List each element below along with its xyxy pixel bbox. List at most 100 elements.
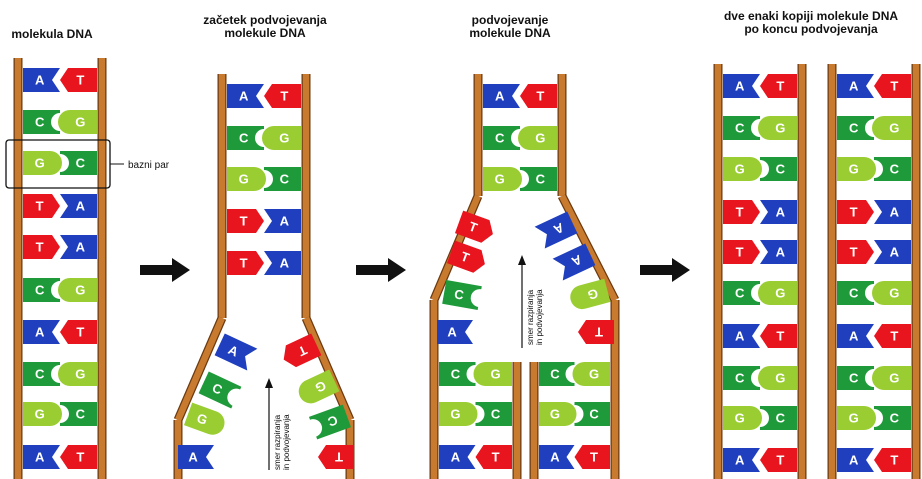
strand-base-s3-A: A	[437, 320, 473, 344]
base-letter: G	[735, 162, 745, 177]
arrow-right-3	[640, 258, 690, 282]
base-letter: A	[849, 453, 859, 468]
base-letter: A	[451, 450, 461, 465]
base-letter: G	[735, 411, 745, 426]
title-two-copies: dve enaki kopiji molekule DNA po koncu p…	[723, 9, 899, 36]
base-letter: G	[775, 121, 785, 136]
base-C	[723, 281, 760, 305]
base-C	[23, 362, 60, 386]
base-C	[439, 362, 476, 386]
base-T	[837, 240, 874, 264]
base-C	[723, 366, 760, 390]
base-A	[264, 251, 301, 275]
base-letter: A	[849, 79, 859, 94]
base-T	[520, 84, 557, 108]
base-A	[723, 448, 760, 472]
base-G	[227, 167, 266, 191]
base-letter: A	[735, 453, 745, 468]
base-G	[23, 402, 62, 426]
base-letter: T	[76, 73, 84, 88]
base-T	[723, 240, 760, 264]
base-G	[872, 281, 911, 305]
base-G	[58, 362, 97, 386]
base-G	[570, 278, 611, 310]
base-C	[60, 402, 97, 426]
base-A	[178, 445, 214, 469]
base-letter: C	[453, 286, 465, 303]
base-letter: T	[890, 453, 898, 468]
base-C	[837, 281, 874, 305]
backbone-s2-right-split	[303, 316, 353, 422]
base-A	[723, 324, 760, 348]
base-A	[539, 445, 575, 469]
base-G	[58, 110, 97, 134]
base-letter: G	[849, 162, 859, 177]
base-letter: T	[536, 89, 544, 104]
base-letter: T	[595, 325, 603, 340]
base-A	[60, 194, 97, 218]
base-letter: A	[776, 205, 786, 220]
base-A	[439, 445, 476, 469]
base-letter: T	[850, 205, 858, 220]
base-A	[760, 240, 797, 264]
base-G	[298, 369, 340, 404]
base-A	[837, 448, 874, 472]
base-C	[23, 110, 60, 134]
base-letter: T	[890, 329, 898, 344]
base-G	[23, 151, 62, 175]
base-letter: G	[586, 286, 600, 303]
base-letter: A	[280, 256, 290, 271]
base-T	[23, 235, 60, 259]
base-G	[872, 116, 911, 140]
base-G	[539, 402, 577, 426]
base-T	[454, 210, 493, 243]
strand-base-s2-C: C	[198, 371, 242, 409]
base-letter: G	[849, 411, 859, 426]
base-G	[518, 126, 557, 150]
base-letter: C	[280, 172, 290, 187]
base-letter: G	[75, 367, 85, 382]
base-T	[60, 445, 97, 469]
base-G	[483, 167, 522, 191]
strand-base-s3-A3: A	[552, 243, 596, 281]
base-letter: T	[736, 205, 744, 220]
title-replication-start: začetek podvojevanja molekule DNA	[203, 13, 327, 40]
base-A	[534, 211, 578, 249]
base-letter: G	[495, 172, 505, 187]
base-letter: C	[550, 367, 560, 382]
base-letter: G	[35, 156, 45, 171]
base-C	[760, 406, 797, 430]
base-letter: C	[890, 411, 900, 426]
base-letter: C	[849, 371, 859, 386]
base-letter: C	[776, 411, 786, 426]
strand-base-s3-T2: T	[446, 240, 485, 273]
backbone-s3-right-split	[559, 194, 618, 302]
direction-arrow-stage3: smer razpiranja in podvojevanja	[518, 255, 544, 348]
base-T	[760, 74, 797, 98]
base-letter: A	[550, 450, 560, 465]
strand-base-s3-G: G	[570, 278, 611, 310]
base-letter: C	[491, 407, 501, 422]
base-G	[572, 362, 610, 386]
base-C	[264, 167, 301, 191]
base-letter: T	[850, 245, 858, 260]
base-letter: T	[76, 325, 84, 340]
strand-base-s2-A2: A	[178, 445, 214, 469]
strand-base-s2-T: T	[283, 333, 322, 368]
base-letter: C	[495, 131, 505, 146]
base-T	[23, 194, 60, 218]
base-A	[552, 243, 596, 281]
base-letter: C	[849, 121, 859, 136]
